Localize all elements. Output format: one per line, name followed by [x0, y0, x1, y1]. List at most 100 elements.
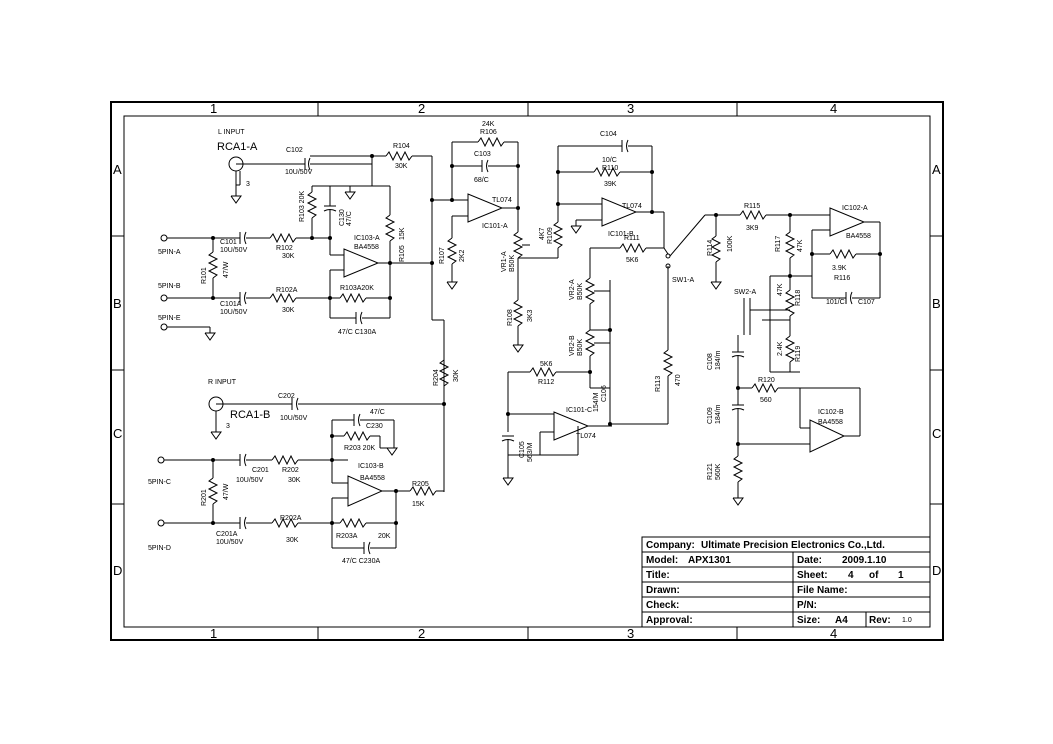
c230a-label: 47/C C230A: [342, 558, 380, 565]
date-label: Date:: [797, 555, 822, 566]
c101a-value: 10U/50V: [220, 309, 248, 316]
vr2b-value: B50K: [577, 339, 584, 356]
junctions-right-bottom: [211, 402, 446, 525]
c101-value: 10U/50V: [220, 247, 248, 254]
junctions-stage4: [506, 328, 612, 426]
title-label: Title:: [646, 570, 670, 581]
r204-label: R204: [433, 369, 440, 386]
c105-value: 563/M: [527, 442, 534, 462]
rca1a-pin: 3: [246, 181, 250, 188]
c102-value: 10U/50V: [285, 169, 313, 176]
ic101a-label: IC101-A: [482, 223, 508, 230]
company-label: Company:: [646, 540, 695, 551]
vr2b-label: VR2-B: [569, 335, 576, 356]
r203-label: R203 20K: [344, 445, 375, 452]
r105-value: 15K: [399, 227, 406, 240]
r112-value: 5K6: [540, 361, 553, 368]
sheet-number: 4: [848, 570, 854, 581]
rca1a-label: RCA1-A: [217, 141, 258, 153]
r117-label: R117: [775, 236, 782, 252]
r121-label: R121: [707, 463, 714, 480]
zone-row-c-left: C: [113, 426, 122, 441]
r108-value: 3K3: [527, 309, 534, 322]
r202-label: R202: [282, 467, 299, 474]
sw2a-label: SW2-A: [734, 289, 757, 296]
c103-label: C103: [474, 151, 491, 158]
r107-label: R107: [439, 247, 446, 264]
ic102b-value: BA4558: [818, 419, 843, 426]
c101a-label: C101A: [220, 301, 242, 308]
zone-col-3-bottom: 3: [627, 626, 634, 641]
r120-value: 560: [760, 397, 772, 404]
r101-value: 47/W: [223, 261, 230, 278]
file-name-label: File Name:: [797, 585, 848, 596]
spin-d-label: 5PIN-D: [148, 545, 171, 552]
zone-row-b-right: B: [932, 296, 941, 311]
zone-row-c-right: C: [932, 426, 941, 441]
outer-frame: [110, 101, 944, 641]
ic102b-label: IC102-B: [818, 409, 844, 416]
r106-value: 24K: [482, 121, 495, 128]
r109-label: R109: [547, 227, 554, 244]
zone-ticks: [111, 102, 943, 640]
c130-label: C130: [339, 209, 346, 226]
r-input-label: R INPUT: [208, 379, 237, 386]
ic101b-name: TL074: [622, 203, 642, 210]
c102-label: C102: [286, 147, 303, 154]
r203a-label: R203A: [336, 533, 358, 540]
rca1b-pin: 3: [226, 423, 230, 430]
wiring-stage4: [501, 260, 612, 486]
check-label: Check:: [646, 600, 679, 611]
title-block: [641, 536, 931, 628]
c101-label: C101: [220, 239, 237, 246]
r120-label: R120: [758, 377, 775, 384]
junctions-left-top: [211, 154, 392, 300]
vr2a-value: B50K: [577, 283, 584, 300]
approval-label: Approval:: [646, 615, 693, 626]
r203a-value: 20K: [378, 533, 391, 540]
zone-row-d-left: D: [113, 563, 122, 578]
zone-col-4-top: 4: [830, 101, 837, 116]
ic102a-label: IC102-A: [842, 205, 868, 212]
zone-col-4-bottom: 4: [830, 626, 837, 641]
r116-label: R116: [834, 275, 850, 282]
r115-label: R115: [744, 203, 760, 210]
c105-label: C105: [519, 441, 526, 458]
wiring-left-top: [160, 150, 432, 341]
sheet-of: of: [869, 570, 879, 581]
r119-value: 2.4K: [777, 341, 784, 356]
r110-value: 39K: [604, 181, 617, 188]
r121-value: 560K: [715, 463, 722, 480]
c106-label: C106: [601, 385, 608, 402]
vr1a-value: B50K: [509, 255, 516, 272]
r204-value: 30K: [453, 369, 460, 382]
c230-value: 47/C: [370, 409, 385, 416]
model-value: APX1301: [688, 555, 731, 566]
r117-value: 47K: [797, 239, 804, 252]
c106-value: 154/M: [593, 392, 600, 412]
r116-value: 3.9K: [832, 265, 847, 272]
wiring-right-bottom: [157, 359, 450, 555]
junctions-stage3: [556, 170, 654, 214]
r102-label: R102: [276, 245, 293, 252]
sw1a-label: SW1-A: [672, 277, 695, 284]
company-name: Ultimate Precision Electronics Co.,Ltd.: [701, 540, 885, 551]
c108-label: C108: [707, 353, 714, 370]
ic103a-value: BA4558: [354, 244, 379, 251]
r119-label: R119: [795, 346, 802, 362]
zone-row-a-left: A: [113, 162, 122, 177]
r103-label: R103 20K: [299, 191, 306, 222]
ic101b-label: IC101-B: [608, 231, 634, 238]
c201-value: 10U/50V: [236, 477, 264, 484]
zone-col-2-top: 2: [418, 101, 425, 116]
zone-col-3-top: 3: [627, 101, 634, 116]
zone-row-d-right: D: [932, 563, 941, 578]
r107-value: 2K2: [459, 249, 466, 262]
r102a-label: R102A: [276, 287, 298, 294]
rev-value: 1.0: [902, 617, 912, 624]
r205-value: 15K: [412, 501, 425, 508]
r105-label: R105: [399, 245, 406, 262]
c130-value: 47/C: [346, 211, 353, 226]
c201a-value: 10U/50V: [216, 539, 244, 546]
c202-value: 10U/50V: [280, 415, 308, 422]
